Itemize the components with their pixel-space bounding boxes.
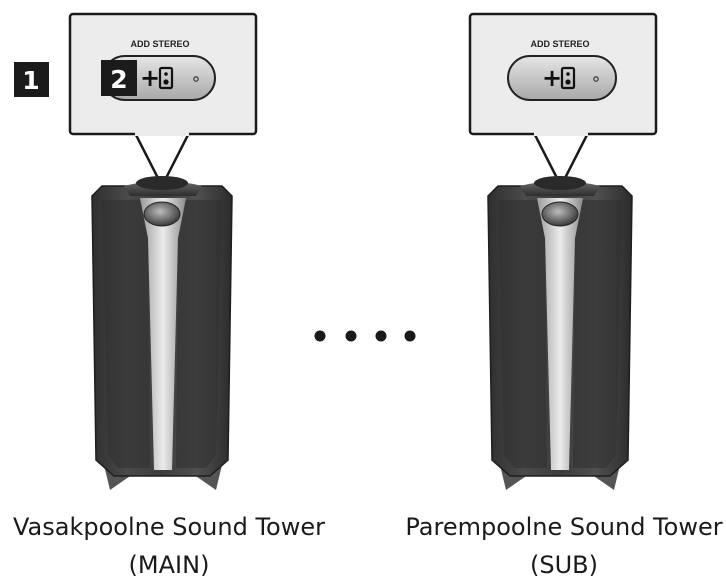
connection-dots xyxy=(314,330,416,342)
step-1-badge: 1 xyxy=(14,62,49,97)
sub-plus-symbol: + xyxy=(542,64,562,92)
main-speaker-name: Vasakpoolne Sound Tower xyxy=(13,513,325,541)
main-speaker-role: (MAIN) xyxy=(128,551,210,579)
main-led-dot-icon xyxy=(193,76,199,82)
main-add-stereo-label: ADD STEREO xyxy=(130,39,189,49)
sub-speaker-name: Parempoolne Sound Tower xyxy=(405,513,723,541)
main-control-knob-icon xyxy=(143,201,181,227)
sub-speaker-icon xyxy=(560,66,576,90)
sub-speaker-role: (SUB) xyxy=(530,551,598,579)
sub-sound-tower xyxy=(487,176,633,490)
sub-speaker-caption: Parempoolne Sound Tower (SUB) xyxy=(394,508,726,584)
connection-dot xyxy=(345,330,357,342)
step-2-badge: 2 xyxy=(101,60,137,96)
sub-add-stereo-button[interactable]: + xyxy=(507,55,617,101)
step-1-number: 1 xyxy=(22,66,39,95)
main-sound-tower xyxy=(91,176,233,490)
sub-add-stereo-label: ADD STEREO xyxy=(530,39,589,49)
main-speaker-icon xyxy=(158,66,174,90)
step-2-number: 2 xyxy=(110,65,127,94)
main-plus-symbol: + xyxy=(140,64,160,92)
connection-dot xyxy=(375,330,387,342)
main-speaker-caption: Vasakpoolne Sound Tower (MAIN) xyxy=(0,508,339,584)
sub-control-knob-icon xyxy=(541,201,579,227)
sub-led-dot-icon xyxy=(593,76,599,82)
connection-dot xyxy=(404,330,416,342)
sub-speaker-group: ADD STEREO + xyxy=(468,12,658,490)
connection-dot xyxy=(314,330,326,342)
main-speaker-group: ADD STEREO + 1 2 xyxy=(14,12,258,490)
